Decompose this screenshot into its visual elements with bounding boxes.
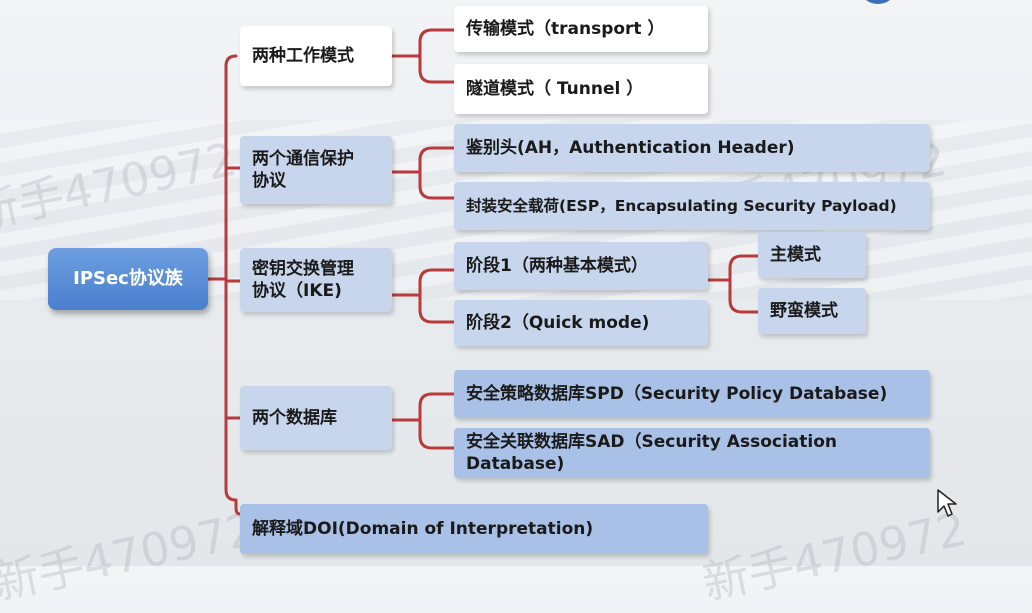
leaf-aggressive-mode: 野蛮模式 [758,288,866,334]
leaf-sad: 安全关联数据库SAD（Security Association Database… [454,428,930,478]
leaf-tunnel-mode: 隧道模式（ Tunnel ） [454,64,708,114]
leaf-phase-2: 阶段2（Quick mode) [454,300,708,346]
connector-lines [206,28,760,516]
branch-doi: 解释域DOI(Domain of Interpretation) [240,504,708,554]
branch-ike: 密钥交换管理 协议（IKE) [240,248,392,312]
leaf-transport-mode: 传输模式（transport ） [454,6,708,52]
leaf-ah: 鉴别头(AH，Authentication Header) [454,124,930,172]
leaf-phase-1: 阶段1（两种基本模式） [454,242,708,290]
branch-protection-protocols: 两个通信保护 协议 [240,136,392,204]
leaf-spd: 安全策略数据库SPD（Security Policy Database) [454,370,930,418]
mouse-pointer-icon [937,489,957,517]
branch-databases: 两个数据库 [240,386,392,450]
branch-work-modes: 两种工作模式 [240,26,392,86]
root-node-ipsec: IPSec协议族 [48,248,208,310]
leaf-esp: 封装安全载荷(ESP，Encapsulating Security Payloa… [454,182,930,230]
leaf-main-mode: 主模式 [758,232,866,278]
